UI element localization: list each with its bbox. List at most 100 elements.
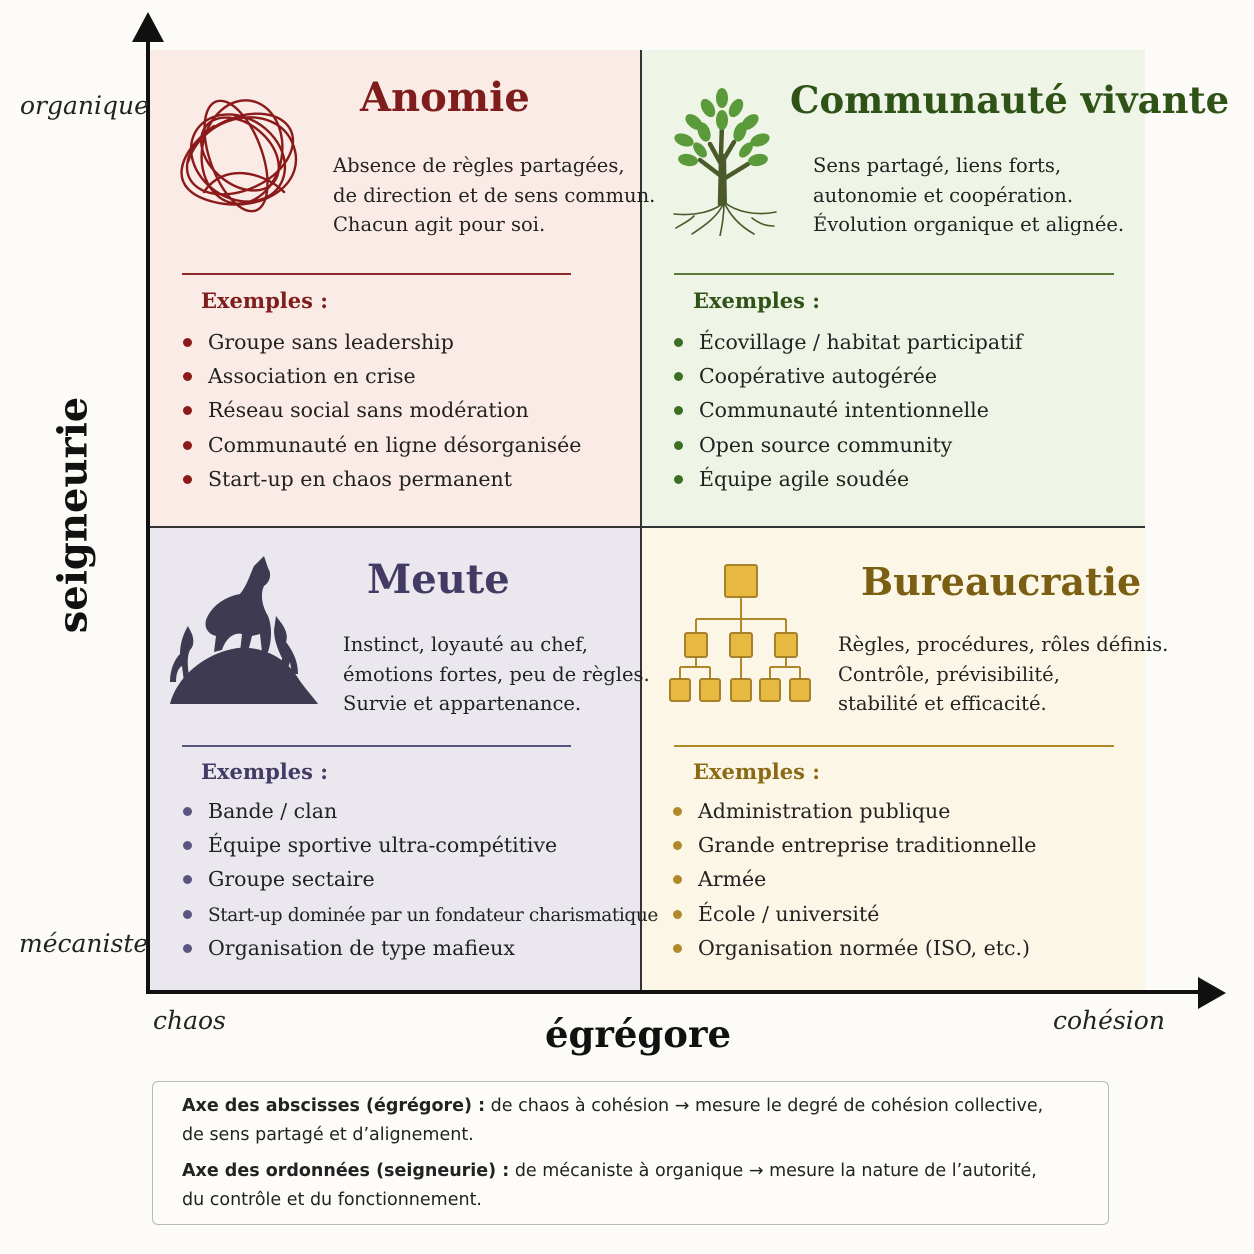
- communaute-rule: [674, 273, 1114, 275]
- list-item-label: École / université: [698, 901, 880, 926]
- anomie-description: Absence de règles partagées, de directio…: [333, 151, 655, 240]
- list-item: Équipe sportive ultra-compétitive: [183, 828, 658, 862]
- desc-line: Évolution organique et alignée.: [813, 213, 1125, 236]
- meute-examples-label: Exemples :: [201, 759, 329, 784]
- bullet-icon: [183, 807, 192, 816]
- list-item-label: Organisation normée (ISO, etc.): [698, 935, 1031, 960]
- list-item-label: Groupe sectaire: [208, 867, 375, 892]
- y-axis-line: [146, 34, 150, 994]
- list-item-label: Start-up dominée par un fondateur charis…: [208, 904, 658, 926]
- list-item-label: Armée: [698, 867, 767, 892]
- list-item-label: Grande entreprise traditionnelle: [698, 833, 1037, 858]
- bullet-icon: [183, 943, 192, 953]
- desc-line: Absence de règles partagées,: [333, 154, 625, 177]
- anomie-rule: [182, 273, 571, 275]
- list-item: Équipe agile soudée: [674, 462, 1022, 496]
- list-item: Organisation de type mafieux: [183, 931, 658, 965]
- list-item: Open source community: [674, 428, 1022, 462]
- legend-x-line-2: de sens partagé et d’alignement.: [182, 1125, 474, 1145]
- legend-x-text: de chaos à cohésion → mesure le degré de…: [485, 1096, 1044, 1116]
- anomie-title: Anomie: [360, 74, 530, 121]
- communaute-title: Communauté vivante: [790, 78, 1230, 122]
- x-axis-line: [146, 990, 1206, 994]
- list-item-label: Équipe sportive ultra-compétitive: [208, 833, 558, 858]
- bureaucratie-examples-label: Exemples :: [693, 759, 821, 784]
- list-item-label: Communauté intentionnelle: [699, 398, 989, 423]
- horizontal-divider: [148, 526, 1145, 528]
- meute-examples-list: Bande / clan Équipe sportive ultra-compé…: [183, 794, 658, 965]
- list-item: Communauté intentionnelle: [674, 393, 1022, 427]
- desc-line: Contrôle, prévisibilité,: [838, 662, 1060, 686]
- desc-line: émotions fortes, peu de règles.: [343, 662, 650, 686]
- bureaucratie-rule: [674, 745, 1114, 747]
- desc-line: de direction et de sens commun.: [333, 183, 656, 207]
- bullet-icon: [674, 440, 683, 450]
- tree-icon: [673, 88, 777, 236]
- list-item: Communauté en ligne désorganisée: [183, 428, 581, 462]
- bullet-icon: [673, 943, 682, 953]
- list-item-label: Équipe agile soudée: [699, 466, 910, 491]
- list-item-label: Réseau social sans modération: [208, 398, 529, 423]
- x-axis-arrow-icon: [1198, 977, 1226, 1009]
- legend-y-text: de mécaniste à organique → mesure la nat…: [509, 1161, 1037, 1181]
- list-item: Bande / clan: [183, 794, 658, 828]
- quadrant-anomie: [148, 50, 641, 527]
- list-item: Start-up en chaos permanent: [183, 462, 581, 496]
- meute-description: Instinct, loyauté au chef, émotions fort…: [343, 630, 650, 719]
- legend-y-line-1: Axe des ordonnées (seigneurie) : de méca…: [182, 1157, 1037, 1186]
- meute-rule: [182, 745, 571, 747]
- bullet-icon: [674, 372, 683, 382]
- anomie-examples-list: Groupe sans leadership Association en cr…: [183, 325, 581, 496]
- communaute-examples-label: Exemples :: [693, 288, 821, 313]
- bureaucratie-examples-list: Administration publique Grande entrepris…: [673, 794, 1036, 965]
- desc-line: stabilité et efficacité.: [838, 692, 1047, 715]
- quadrant-communaute-vivante: [641, 50, 1145, 527]
- desc-line: Règles, procédures, rôles définis.: [838, 633, 1169, 656]
- list-item: École / université: [673, 897, 1036, 931]
- axes-legend-box: Axe des abscisses (égrégore) : de chaos …: [152, 1081, 1109, 1225]
- legend-x-bold: Axe des abscisses (égrégore) :: [182, 1096, 486, 1116]
- list-item-label: Écovillage / habitat participatif: [699, 330, 1023, 354]
- bullet-icon: [183, 909, 192, 919]
- org-chart-icon: [669, 564, 811, 702]
- y-axis-bottom-label: mécaniste: [19, 929, 149, 958]
- bullet-icon: [183, 875, 192, 885]
- list-item-label: Start-up en chaos permanent: [208, 466, 512, 491]
- list-item: Coopérative autogérée: [674, 359, 1022, 393]
- list-item: Armée: [673, 862, 1036, 896]
- list-item-label: Groupe sans leadership: [208, 330, 454, 354]
- bullet-icon: [673, 909, 682, 919]
- list-item-label: Communauté en ligne désorganisée: [208, 432, 582, 457]
- x-axis-left-label: chaos: [153, 1006, 226, 1035]
- x-axis-right-label: cohésion: [1053, 1006, 1165, 1035]
- desc-line: Survie et appartenance.: [343, 692, 582, 715]
- bullet-icon: [674, 338, 683, 347]
- bullet-icon: [673, 875, 682, 885]
- y-axis-top-label: organique: [20, 91, 149, 120]
- bullet-icon: [183, 440, 192, 450]
- list-item: Administration publique: [673, 794, 1036, 828]
- bureaucratie-title: Bureaucratie: [861, 559, 1142, 604]
- vertical-divider: [640, 50, 642, 991]
- meute-title: Meute: [367, 556, 510, 603]
- list-item-label: Coopérative autogérée: [699, 364, 937, 389]
- list-item-label: Association en crise: [208, 364, 416, 389]
- list-item: Réseau social sans modération: [183, 393, 581, 427]
- list-item-label: Organisation de type mafieux: [208, 935, 515, 960]
- bullet-icon: [183, 474, 192, 484]
- list-item-label: Bande / clan: [208, 799, 338, 823]
- howling-wolves-icon: [170, 556, 318, 704]
- y-axis-arrow-icon: [132, 12, 164, 42]
- list-item: Association en crise: [183, 359, 581, 393]
- bureaucratie-description: Règles, procédures, rôles définis. Contr…: [838, 630, 1168, 719]
- desc-line: Chacun agit pour soi.: [333, 213, 546, 236]
- legend-y-bold: Axe des ordonnées (seigneurie) :: [182, 1161, 510, 1181]
- bullet-icon: [183, 406, 192, 416]
- desc-line: Instinct, loyauté au chef,: [343, 633, 588, 656]
- bullet-icon: [673, 807, 682, 816]
- list-item: Grande entreprise traditionnelle: [673, 828, 1036, 862]
- bullet-icon: [183, 841, 192, 851]
- desc-line: autonomie et coopération.: [813, 183, 1074, 207]
- list-item: Organisation normée (ISO, etc.): [673, 931, 1036, 965]
- desc-line: Sens partagé, liens forts,: [813, 154, 1062, 177]
